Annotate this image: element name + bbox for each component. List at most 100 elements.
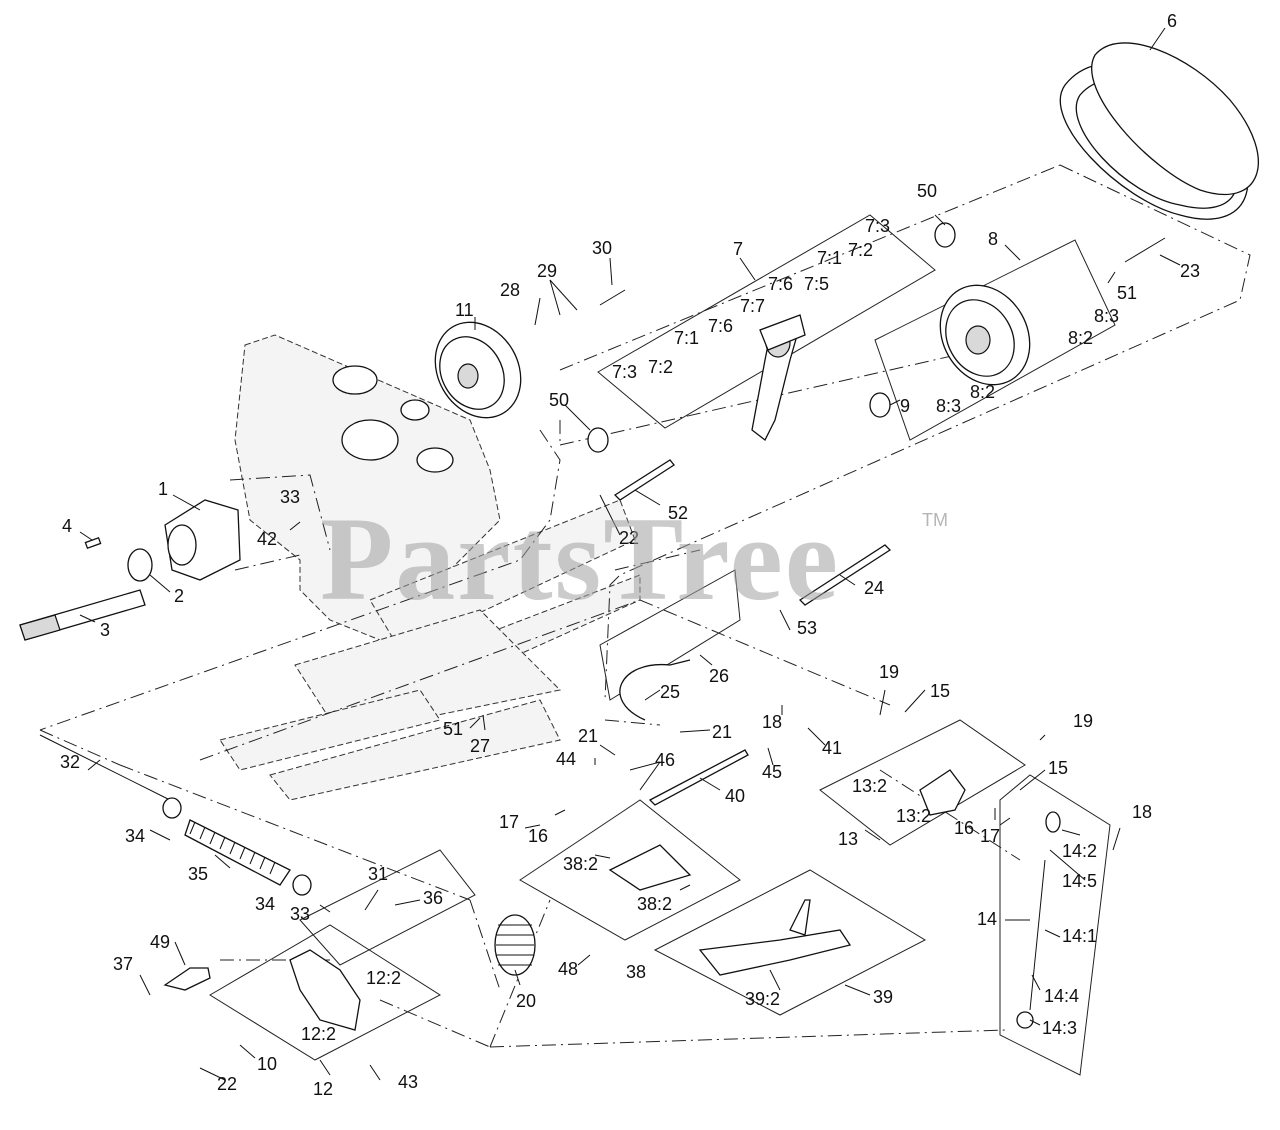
housing-1 (164, 499, 241, 581)
label-7-1b: 7:1 (674, 328, 699, 348)
bolt-23 (1124, 237, 1166, 263)
label-14-1: 14:1 (1062, 926, 1097, 946)
label-22b: 22 (217, 1074, 237, 1094)
bracket-12 (289, 949, 361, 1031)
bushing-34a (162, 797, 182, 819)
box-14 (999, 774, 1111, 1076)
label-14-2: 14:2 (1062, 841, 1097, 861)
label-7-6a: 7:6 (768, 274, 793, 294)
label-42: 42 (257, 529, 277, 549)
label-22a: 22 (619, 528, 639, 548)
leader-lines (79, 27, 1181, 1081)
box-8 (874, 239, 1116, 441)
label-12-2b: 12:2 (301, 1024, 336, 1044)
label-18b: 18 (1132, 802, 1152, 822)
box-7 (597, 214, 936, 429)
spring-35 (184, 819, 291, 886)
label-11: 11 (455, 300, 474, 320)
label-53: 53 (797, 618, 817, 638)
label-51b: 51 (443, 719, 463, 739)
label-52: 52 (668, 503, 688, 523)
label-1: 1 (158, 479, 168, 499)
label-43: 43 (398, 1072, 418, 1092)
label-7-2b: 7:2 (648, 357, 673, 377)
label-33b: 33 (290, 904, 310, 924)
label-38-2a: 38:2 (563, 854, 598, 874)
rod-52 (613, 459, 675, 501)
label-7-1a: 7:1 (817, 248, 842, 268)
cable-25 (619, 659, 691, 721)
label-13-2b: 13:2 (896, 806, 931, 826)
frame-chassis (219, 334, 641, 801)
label-13-2a: 13:2 (852, 776, 887, 796)
label-15b: 15 (1048, 758, 1068, 778)
label-50a: 50 (917, 181, 937, 201)
label-20: 20 (516, 991, 536, 1011)
watermark-trademark: TM (922, 510, 948, 530)
label-14-5: 14:5 (1062, 871, 1097, 891)
belt-6 (1059, 42, 1259, 220)
label-38: 38 (626, 962, 646, 982)
label-14-4: 14:4 (1044, 986, 1079, 1006)
label-4: 4 (62, 516, 72, 536)
label-15a: 15 (930, 681, 950, 701)
label-33a: 33 (280, 487, 300, 507)
label-10: 10 (257, 1054, 277, 1074)
spring-20 (494, 914, 536, 976)
label-35: 35 (188, 864, 208, 884)
bracket-38 (608, 844, 692, 891)
label-17a: 17 (499, 812, 519, 832)
label-6: 6 (1167, 11, 1177, 31)
label-48: 48 (558, 959, 578, 979)
box-38 (519, 799, 741, 941)
label-23: 23 (1180, 261, 1200, 281)
washer-2 (127, 548, 153, 582)
bearing-50a (934, 222, 956, 248)
label-7-3b: 7:3 (612, 362, 637, 382)
label-27: 27 (470, 736, 490, 756)
label-8: 8 (988, 229, 998, 249)
label-7: 7 (733, 239, 743, 259)
label-32: 32 (60, 752, 80, 772)
label-50b: 50 (549, 390, 569, 410)
label-46: 46 (655, 750, 675, 770)
rod-32 (39, 734, 171, 801)
label-21a: 21 (578, 726, 598, 746)
label-37: 37 (113, 954, 133, 974)
label-16a: 16 (528, 826, 548, 846)
key-4 (84, 536, 102, 550)
bolt-30 (599, 289, 626, 306)
label-34b: 34 (255, 894, 275, 914)
label-2: 2 (174, 586, 184, 606)
label-17b: 17 (980, 826, 1000, 846)
label-24: 24 (864, 578, 884, 598)
idler-arm-7 (751, 314, 806, 441)
label-26: 26 (709, 666, 729, 686)
label-41: 41 (822, 738, 842, 758)
label-7-5: 7:5 (804, 274, 829, 294)
label-19a: 19 (879, 662, 899, 682)
subassembly-boxes (209, 214, 1116, 1076)
pulley-8 (939, 284, 1031, 386)
label-28: 28 (500, 280, 520, 300)
part-labels: 1 2 3 4 6 7 7:1 7:1 7:2 7:2 7:3 7:3 7:5 … (60, 11, 1200, 1099)
box-13 (819, 719, 1026, 846)
label-18a: 18 (762, 712, 782, 732)
label-13: 13 (838, 829, 858, 849)
label-7-2a: 7:2 (848, 240, 873, 260)
label-31: 31 (368, 864, 388, 884)
label-51a: 51 (1117, 283, 1137, 303)
parts (19, 42, 1259, 1031)
label-12: 12 (313, 1079, 333, 1099)
label-8-2b: 8:2 (970, 382, 995, 402)
label-30: 30 (592, 238, 612, 258)
label-45: 45 (762, 762, 782, 782)
label-44: 44 (556, 749, 576, 769)
label-34a: 34 (125, 826, 145, 846)
label-38-2b: 38:2 (637, 894, 672, 914)
label-49: 49 (150, 932, 170, 952)
label-3: 3 (100, 620, 110, 640)
label-8-2a: 8:2 (1068, 328, 1093, 348)
box-25-bracket (599, 569, 741, 701)
label-14: 14 (977, 909, 997, 929)
